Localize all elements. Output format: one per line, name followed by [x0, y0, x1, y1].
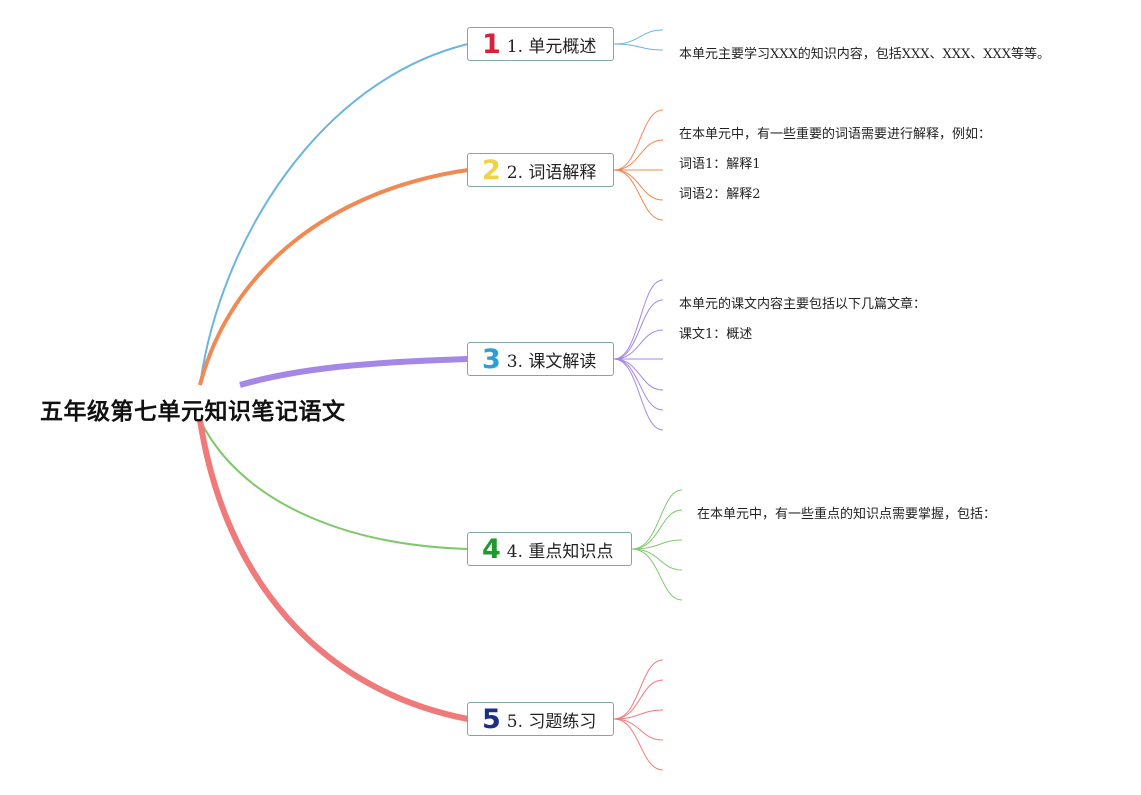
number-4-icon: 4: [482, 533, 501, 565]
topic-1-label: 1. 单元概述: [506, 36, 597, 57]
leaf-3-1[interactable]: 本单元的课文内容主要包括以下几篇文章：: [679, 297, 927, 312]
leaf-2-3[interactable]: 词语2：解释2: [679, 187, 761, 202]
fan-2: [613, 109, 664, 221]
topic-2-label: 2. 词语解释: [506, 162, 597, 183]
leaf-2-2[interactable]: 词语1：解释1: [679, 157, 761, 172]
leaf-2-1[interactable]: 在本单元中，有一些重要的词语需要进行解释，例如：: [679, 127, 992, 142]
connector-5: [197, 419, 469, 722]
topic-5[interactable]: 5 5. 习题练习: [467, 702, 614, 736]
connector-2: [198, 168, 469, 386]
fan-5: [613, 659, 664, 771]
leaf-3-2[interactable]: 课文1：概述: [679, 327, 753, 342]
topic-1[interactable]: 1 1. 单元概述: [467, 27, 614, 61]
topic-4-label: 4. 重点知识点: [506, 541, 614, 562]
number-2-icon: 2: [482, 154, 501, 186]
topic-4[interactable]: 4 4. 重点知识点: [467, 532, 632, 566]
fan-1: [613, 29, 664, 51]
leaf-1-1[interactable]: 本单元主要学习XXX的知识内容，包括XXX、XXX、XXX等等。: [679, 47, 1051, 62]
number-1-icon: 1: [482, 28, 501, 60]
connector-4: [199, 419, 469, 550]
fan-3: [613, 279, 664, 431]
connector-1: [199, 43, 469, 386]
topic-3-label: 3. 课文解读: [506, 351, 597, 372]
root-title[interactable]: 五年级第七单元知识笔记语文: [40, 399, 346, 425]
number-3-icon: 3: [482, 343, 501, 375]
connector-3: [239, 356, 469, 388]
number-5-icon: 5: [482, 703, 501, 735]
topic-5-label: 5. 习题练习: [506, 711, 597, 732]
leaf-4-1[interactable]: 在本单元中，有一些重点的知识点需要掌握，包括：: [697, 507, 997, 522]
fan-4: [631, 489, 683, 601]
topic-3[interactable]: 3 3. 课文解读: [467, 342, 614, 376]
topic-2[interactable]: 2 2. 词语解释: [467, 153, 614, 187]
